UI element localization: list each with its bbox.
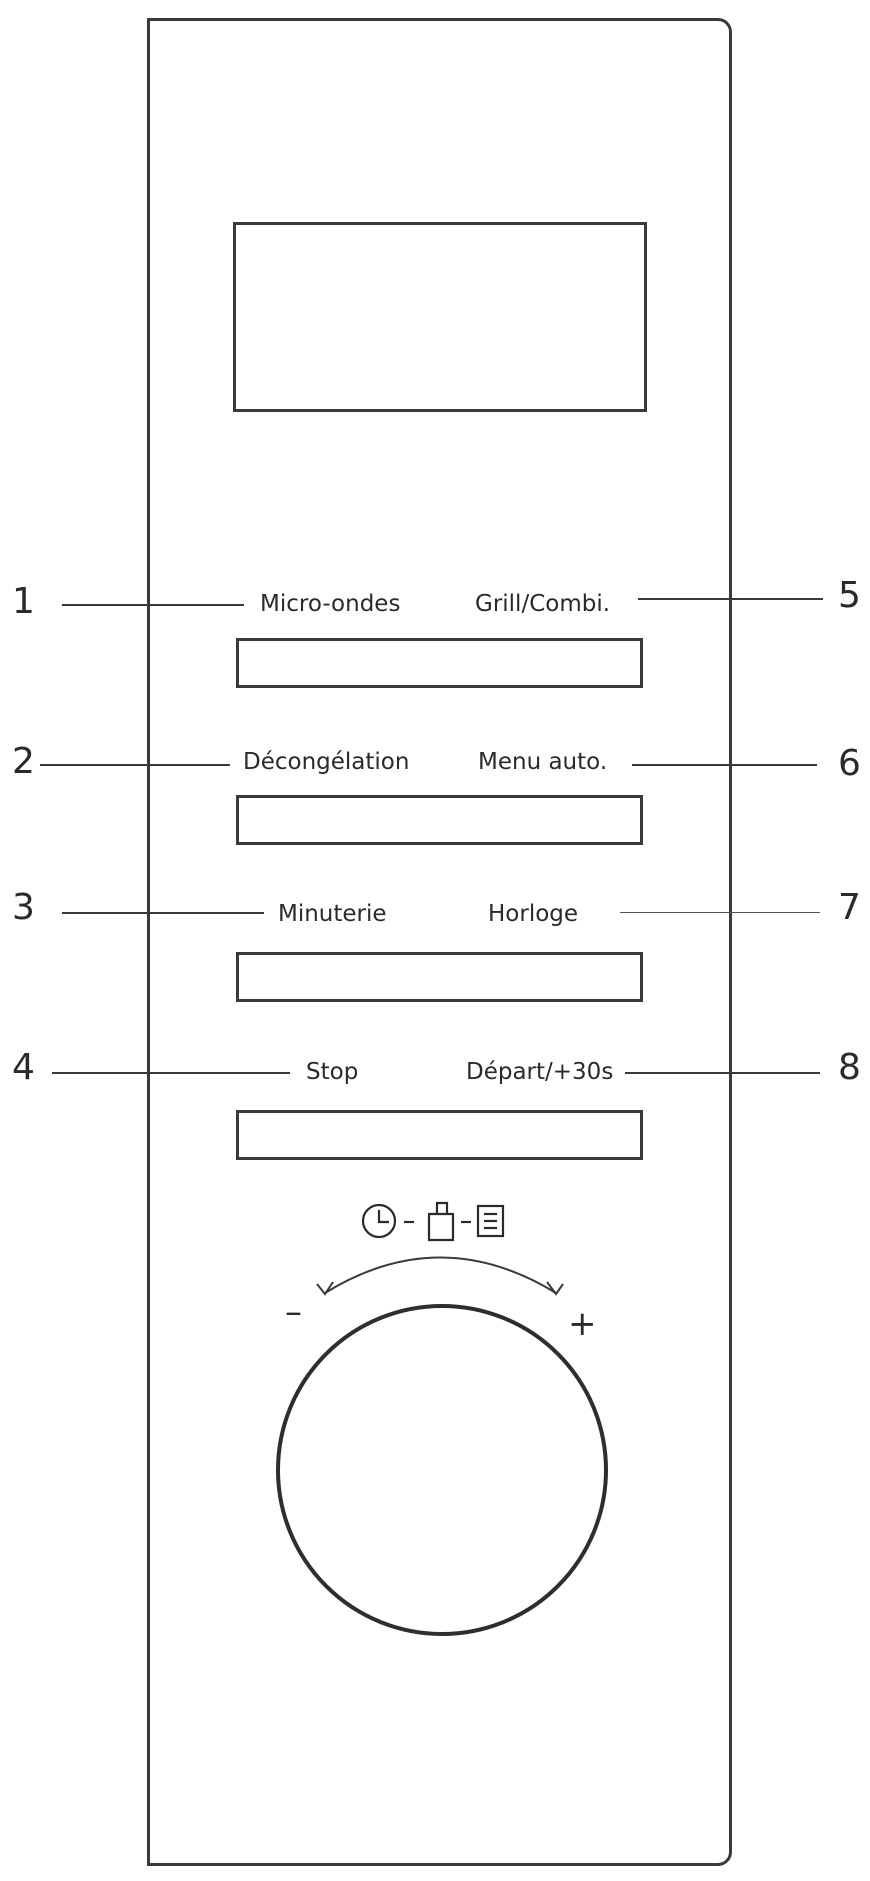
label-stop: Stop	[306, 1059, 359, 1085]
arc-arrow-right	[546, 1281, 564, 1296]
callout-number-3: 3	[12, 887, 35, 928]
label-grill-combi: Grill/Combi.	[475, 591, 611, 617]
arc-arrow-left	[316, 1281, 334, 1296]
button-micro-ondes-grill[interactable]	[236, 638, 643, 688]
leader-line-1	[62, 604, 244, 606]
label-micro-ondes: Micro-ondes	[260, 591, 401, 617]
callout-number-5: 5	[838, 575, 861, 616]
callout-number-6: 6	[838, 743, 861, 784]
leader-line-6	[632, 764, 817, 766]
label-horloge: Horloge	[488, 901, 579, 927]
callout-number-4: 4	[12, 1047, 35, 1088]
dial-plus-label: +	[568, 1304, 597, 1344]
button-stop-depart[interactable]	[236, 1110, 643, 1160]
rotary-knob[interactable]	[276, 1304, 608, 1636]
label-minuterie: Minuterie	[278, 901, 387, 927]
label-decongelation: Décongélation	[243, 749, 410, 775]
leader-line-5	[638, 598, 823, 600]
callout-number-7: 7	[838, 887, 861, 928]
menu-icon	[476, 1204, 505, 1238]
label-depart: Départ/+30s	[466, 1059, 614, 1085]
label-menu-auto: Menu auto.	[478, 749, 608, 775]
leader-line-4	[52, 1072, 290, 1074]
weight-icon	[427, 1201, 455, 1242]
button-decongelation-menu[interactable]	[236, 795, 643, 845]
button-minuterie-horloge[interactable]	[236, 952, 643, 1002]
leader-line-8	[625, 1072, 820, 1074]
dial-minus-label: –	[285, 1292, 302, 1332]
leader-line-2	[40, 764, 230, 766]
leader-line-7	[620, 912, 820, 913]
rotation-arc	[324, 1256, 557, 1294]
leader-line-3	[62, 912, 264, 914]
control-panel	[147, 18, 732, 1866]
display-screen	[233, 222, 647, 412]
callout-number-8: 8	[838, 1047, 861, 1088]
callout-number-1: 1	[12, 581, 35, 622]
clock-icon	[361, 1203, 397, 1239]
callout-number-2: 2	[12, 741, 35, 782]
